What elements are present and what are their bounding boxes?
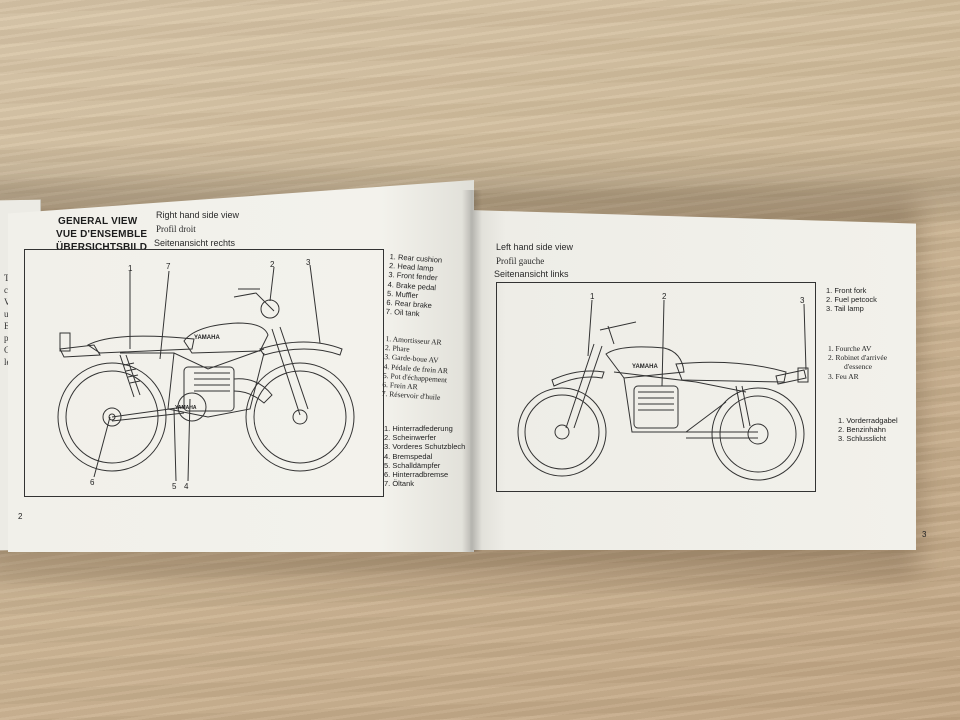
callout-3: 3: [306, 258, 311, 267]
left-side-diagram-frame: [496, 282, 816, 492]
motorcycle-right-side-drawing: [57, 264, 355, 482]
legend-item: 6. Hinterradbremse: [384, 470, 449, 480]
book-gutter: [462, 190, 482, 552]
subtitle-profil-gauche: Profil gauche: [496, 256, 545, 266]
legend-item: 3. Vorderes Schutzblech: [384, 442, 466, 452]
callout-1: 1: [128, 264, 133, 273]
legend-item: 2. Robinet d'arrivée: [828, 353, 888, 363]
subtitle-profil-droit: Profil droit: [156, 224, 196, 234]
legend-item: 7. Öltank: [384, 479, 415, 489]
legend-item: 1. Vorderradgabel: [838, 416, 898, 425]
callout-4: 4: [184, 482, 189, 491]
subtitle-seitenansicht-rechts: Seitenansicht rechts: [154, 238, 236, 248]
legend-french-left-side: 1. Fourche AV 2. Robinet d'arrivée d'ess…: [828, 344, 887, 381]
subtitle-right-side: Right hand side view: [156, 210, 240, 220]
legend-item: 3. Feu AR: [828, 371, 859, 381]
tank-brand-label: YAMAHA: [194, 335, 220, 341]
callout-2: 2: [270, 260, 275, 269]
callout-2: 2: [662, 292, 667, 301]
legend-english-left-side: 1. Front fork 2. Fuel petcock 3. Tail la…: [826, 286, 877, 314]
legend-french-right-side: 1. Amortisseur AR 2. Phare 3. Garde-boue…: [382, 334, 451, 403]
legend-english-right-side: 1. Rear cushion 2. Head lamp 3. Front fe…: [386, 252, 443, 320]
legend-item: 3. Tail lamp: [826, 304, 864, 314]
callout-6: 6: [90, 478, 95, 487]
subtitle-left-side: Left hand side view: [496, 242, 574, 252]
legend-item: 3. Schlusslicht: [838, 434, 886, 444]
callout-1: 1: [590, 292, 595, 301]
motorcycle-left-side-drawing: [517, 299, 809, 481]
legend-item: 1. Fourche AV: [828, 344, 872, 353]
legend-item: 5. Schalldämpfer: [384, 460, 441, 470]
callout-5: 5: [172, 482, 177, 491]
legend-item: 1. Hinterradfederung: [384, 424, 453, 433]
heading-ubersichtsbild: ÜBERSICHTSBILD: [56, 242, 148, 253]
legend-item: d'essence: [844, 362, 873, 372]
heading-general-view: GENERAL VIEW: [58, 216, 138, 227]
legend-item: 2. Fuel petcock: [826, 295, 877, 305]
legend-item: 2. Benzinhahn: [838, 425, 886, 435]
callout-3: 3: [800, 296, 805, 305]
callout-7: 7: [166, 262, 171, 271]
legend-german-right-side: 1. Hinterradfederung 2. Scheinwerfer 3. …: [384, 424, 465, 488]
subtitle-seitenansicht-links: Seitenansicht links: [494, 269, 569, 279]
legend-item: 2. Scheinwerfer: [384, 433, 437, 443]
page-number-right: 3: [922, 530, 927, 539]
page-number-left: 2: [18, 512, 23, 521]
left-page: [8, 180, 474, 552]
tank-brand-label: YAMAHA: [632, 364, 658, 370]
legend-item: 4. Bremspedal: [384, 451, 433, 461]
right-side-diagram-frame: [24, 249, 384, 497]
legend-item: 1. Front fork: [826, 286, 867, 295]
legend-german-left-side: 1. Vorderradgabel 2. Benzinhahn 3. Schlu…: [838, 416, 898, 444]
heading-vue-ensemble: VUE D'ENSEMBLE: [56, 229, 148, 240]
engine-brand-label: YAMAHA: [175, 405, 197, 411]
